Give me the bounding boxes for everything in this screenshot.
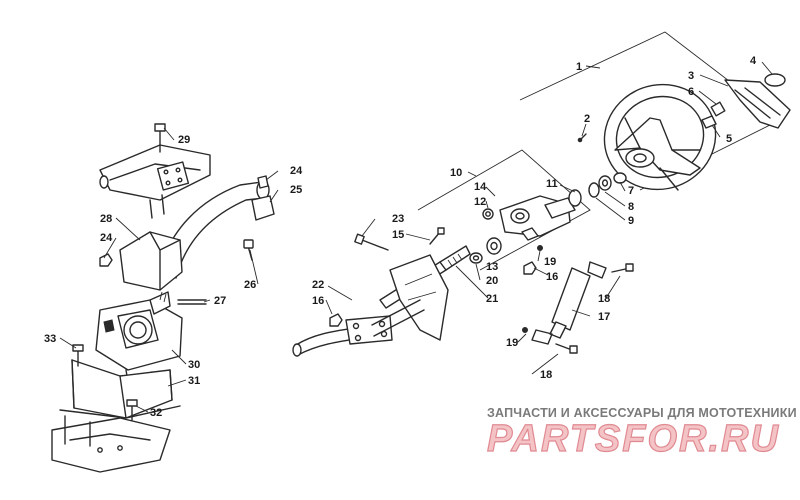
callout-13: 13 — [486, 261, 498, 273]
washers — [588, 172, 627, 198]
callout-19-lower: 19 — [506, 337, 518, 349]
callout-27: 27 — [214, 295, 226, 307]
callout-8: 8 — [628, 201, 634, 213]
callout-4: 4 — [750, 55, 757, 67]
bearing-block — [482, 189, 582, 241]
callout-33: 33 — [44, 333, 56, 345]
bolts — [354, 227, 634, 354]
callout-1: 1 — [576, 61, 582, 73]
callout-23: 23 — [392, 213, 404, 225]
callout-32: 32 — [150, 407, 162, 419]
callout-5: 5 — [726, 133, 732, 145]
bolt-26 — [243, 239, 254, 261]
callout-18-lower: 18 — [540, 369, 552, 381]
watermark-logo: PARTSFOR.RU — [486, 417, 780, 460]
callout-28: 28 — [100, 213, 112, 225]
callout-9: 9 — [628, 215, 634, 227]
callout-19-upper: 19 — [544, 256, 556, 268]
callout-24-right: 24 — [290, 165, 303, 177]
callout-25: 25 — [290, 184, 302, 196]
callout-18-upper: 18 — [598, 293, 610, 305]
leader-lines — [59, 61, 773, 413]
callout-11: 11 — [546, 178, 558, 190]
callout-30: 30 — [188, 359, 200, 371]
steering-damper — [531, 261, 607, 345]
group-bracket-10 — [417, 149, 591, 271]
callout-12: 12 — [474, 196, 486, 208]
upper-frame — [99, 123, 211, 219]
wheel-cap — [701, 73, 791, 129]
callout-16-left: 16 — [312, 295, 324, 307]
pin-27 — [177, 299, 207, 305]
lower-tube — [292, 299, 425, 357]
lower-frame — [51, 415, 171, 473]
callout-numbers: 1 2 3 4 5 6 7 8 9 10 11 12 13 14 15 16 1… — [44, 55, 757, 419]
power-steering-unit — [95, 291, 183, 385]
bushings — [469, 237, 502, 264]
nuts — [329, 245, 543, 333]
mounting-plate — [389, 254, 449, 341]
callout-21: 21 — [486, 293, 498, 305]
callout-6: 6 — [688, 86, 694, 98]
bolts-left — [72, 344, 138, 421]
callout-24-left: 24 — [100, 232, 113, 244]
callout-20: 20 — [486, 275, 498, 287]
callout-16-right: 16 — [546, 271, 558, 283]
callout-7: 7 — [628, 185, 634, 197]
base-bracket-31 — [59, 359, 181, 419]
callout-29: 29 — [178, 134, 190, 146]
callout-2: 2 — [584, 113, 590, 125]
callout-26: 26 — [244, 279, 256, 291]
callout-31: 31 — [188, 375, 200, 387]
screw-2 — [577, 133, 587, 143]
callout-17: 17 — [598, 311, 610, 323]
callout-14: 14 — [474, 181, 487, 193]
steering-wheel — [603, 83, 717, 191]
watermark-tagline: ЗАПЧАСТИ И АКСЕССУАРЫ ДЛЯ МОТОТЕХНИКИ — [487, 406, 797, 420]
callout-3: 3 — [688, 70, 694, 82]
callout-10: 10 — [450, 167, 462, 179]
bracket-28 — [119, 231, 183, 291]
clamp-25 — [251, 175, 275, 221]
callout-22: 22 — [312, 279, 324, 291]
callout-15: 15 — [392, 229, 404, 241]
nut-24-left — [99, 253, 113, 267]
